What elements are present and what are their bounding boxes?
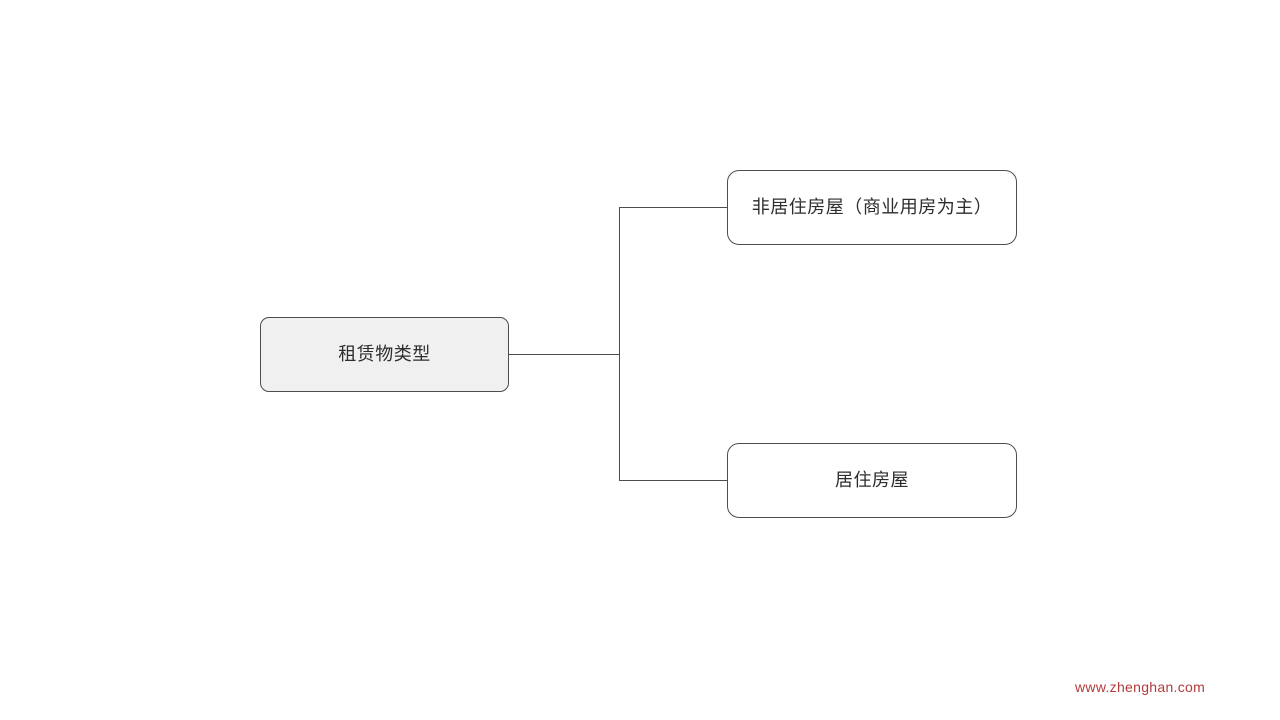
node-child-residential-label: 居住房屋 bbox=[835, 469, 909, 490]
node-root-label: 租赁物类型 bbox=[338, 343, 431, 364]
node-root: 租赁物类型 bbox=[260, 317, 509, 392]
node-child-non-residential-label: 非居住房屋（商业用房为主） bbox=[751, 196, 993, 217]
watermark-url: www.zhenghan.com bbox=[1075, 679, 1206, 695]
node-child-residential: 居住房屋 bbox=[727, 443, 1017, 518]
node-child-non-residential: 非居住房屋（商业用房为主） bbox=[727, 170, 1017, 245]
